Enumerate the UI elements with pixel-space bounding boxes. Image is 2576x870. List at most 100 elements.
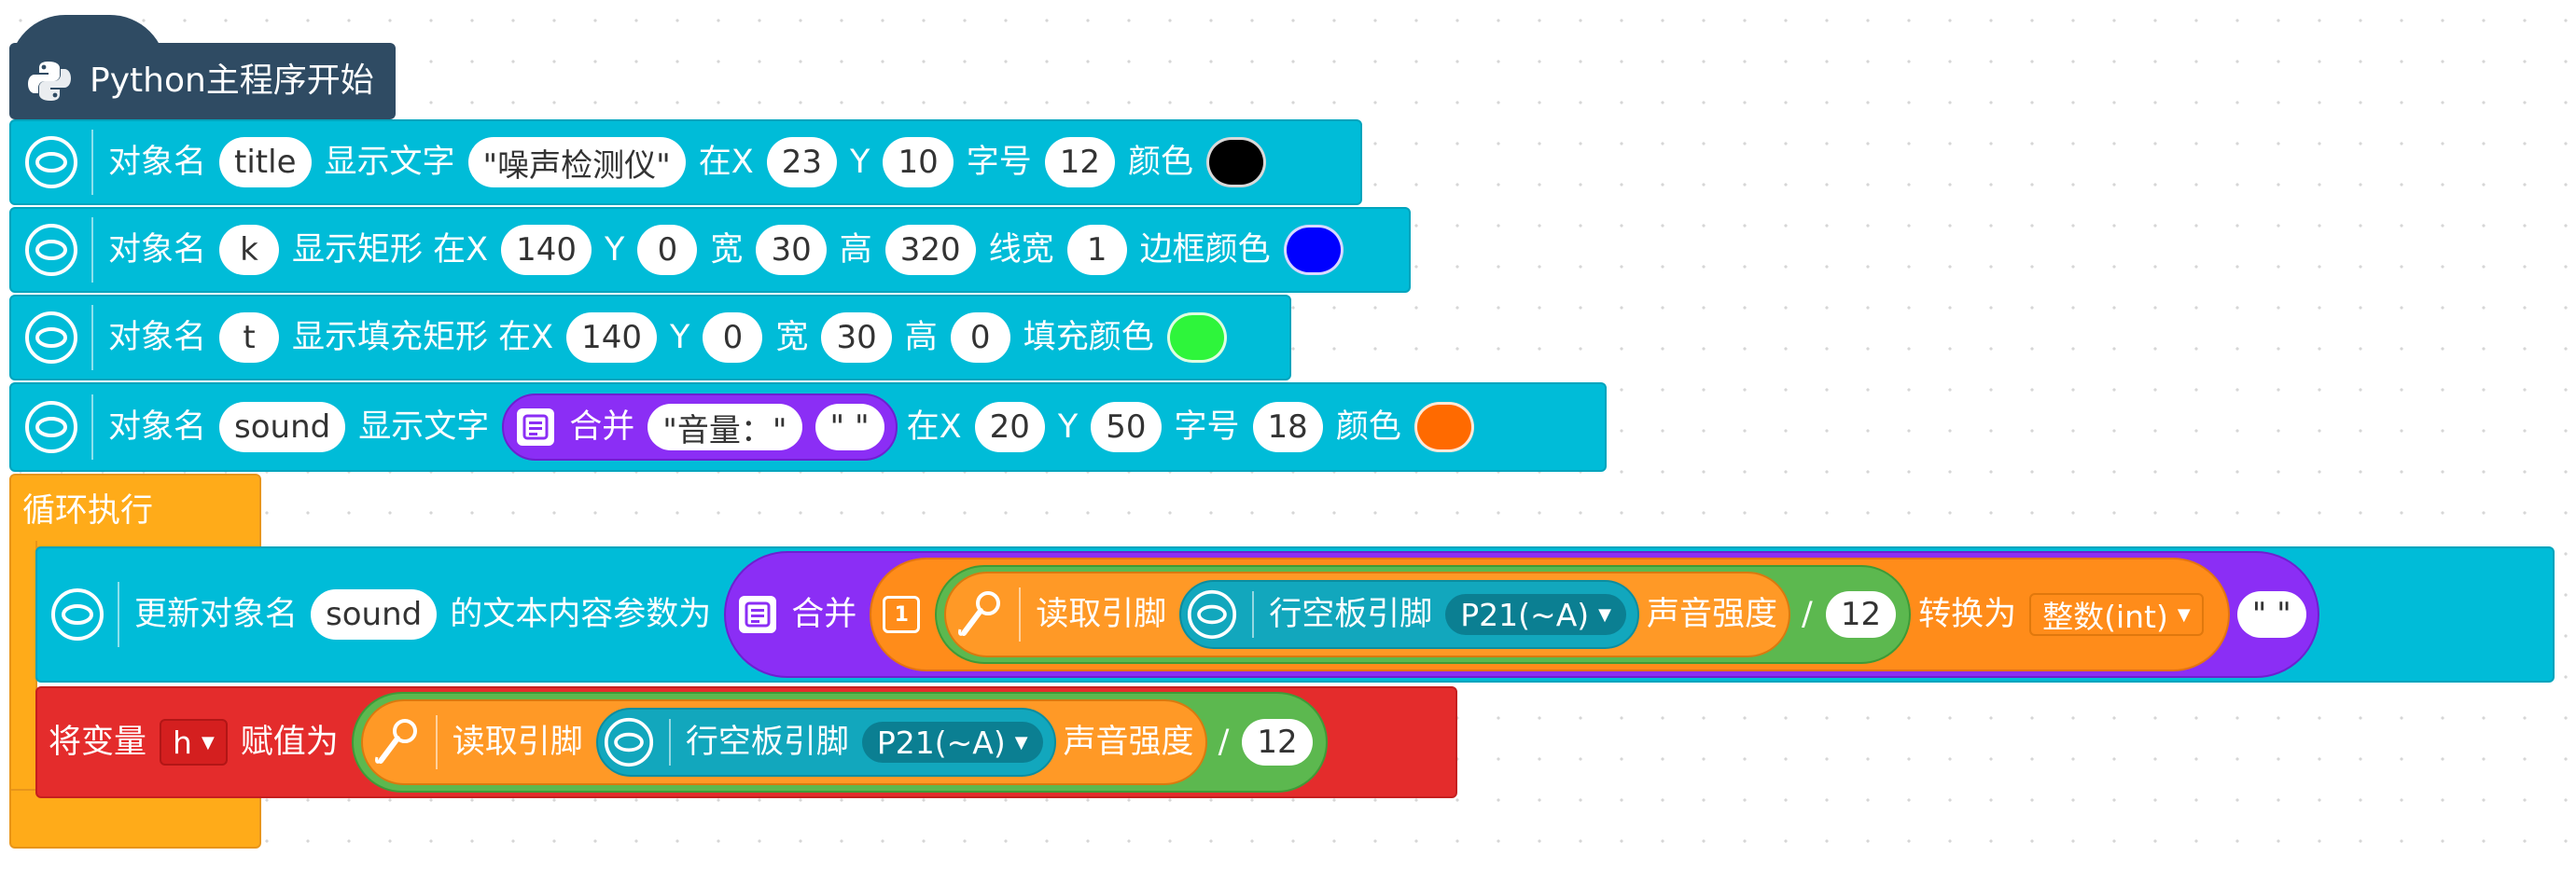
divider xyxy=(1019,587,1022,642)
height-input[interactable]: 320 xyxy=(884,225,976,275)
object-name-input[interactable]: title xyxy=(219,137,312,187)
x-label: 在X xyxy=(906,407,962,446)
merge-block[interactable]: 合并 "音量：" " " xyxy=(502,394,898,461)
display-rect-block-k[interactable]: 对象名 k 显示矩形 在X 140 Y 0 宽 30 高 320 线宽 1 边框… xyxy=(9,207,1411,293)
color-label: 颜色 xyxy=(1335,407,1401,446)
read-pin-block[interactable]: 读取引脚 行空板引脚 P21(~A)▼ 声音强度 xyxy=(944,572,1791,657)
chevron-down-icon: ▼ xyxy=(1598,604,1611,625)
merge-input-b[interactable]: " " xyxy=(815,404,884,450)
divider xyxy=(91,130,93,195)
merge-icon xyxy=(739,596,777,633)
color-label: 颜色 xyxy=(1127,143,1193,181)
python-icon xyxy=(22,54,77,108)
divide-operator: / xyxy=(1218,723,1230,761)
read-pin-label: 读取引脚 xyxy=(452,723,583,761)
chevron-down-icon: ▼ xyxy=(2177,604,2191,625)
convert-type-dropdown[interactable]: 整数(int) ▼ xyxy=(2029,593,2204,636)
line-width-input[interactable]: 1 xyxy=(1066,225,1127,275)
loop-block-top[interactable] xyxy=(9,474,261,548)
python-main-start-block[interactable]: Python主程序开始 xyxy=(9,43,396,119)
y-label: Y xyxy=(670,318,690,356)
board-pin-label: 行空板引脚 xyxy=(685,723,849,761)
divisor-input[interactable]: 12 xyxy=(1242,719,1313,766)
convert-label: 转换为 xyxy=(1918,595,2017,633)
read-pin-block[interactable]: 读取引脚 行空板引脚 P21(~A) ▼ 声音强度 xyxy=(360,699,1207,785)
merge-label: 合并 xyxy=(791,595,857,633)
unihiker-board-icon xyxy=(24,223,78,277)
unihiker-board-icon xyxy=(24,311,78,365)
y-input[interactable]: 0 xyxy=(703,312,763,363)
font-size-label: 字号 xyxy=(1174,407,1240,446)
height-label: 高 xyxy=(839,230,872,269)
border-color-swatch[interactable] xyxy=(1283,225,1344,275)
display-text-block-sound[interactable]: 对象名 sound 显示文字 合并 "音量：" " " 在X 20 Y 50 字… xyxy=(9,382,1607,472)
update-text-block[interactable]: 更新对象名 sound 的文本内容参数为 合并 1 读取引脚 xyxy=(35,546,2555,683)
merge-icon xyxy=(517,408,555,446)
fill-color-label: 填充颜色 xyxy=(1023,318,1154,356)
pin-dropdown[interactable]: P21(~A) ▼ xyxy=(861,722,1043,763)
unihiker-board-icon xyxy=(50,587,104,642)
border-color-label: 边框颜色 xyxy=(1139,230,1271,269)
font-size-input[interactable]: 18 xyxy=(1252,402,1323,452)
width-input[interactable]: 30 xyxy=(821,312,892,363)
color-swatch[interactable] xyxy=(1413,402,1474,452)
divider xyxy=(91,394,93,460)
width-label: 宽 xyxy=(710,230,744,269)
unihiker-board-icon xyxy=(24,135,78,189)
convert-icon: 1 xyxy=(883,596,921,633)
set-variable-block[interactable]: 将变量 h▼ 赋值为 读取引脚 行空板引脚 P21(~A)▼ 声音强度 / 12 xyxy=(35,686,1457,798)
merge-input-a[interactable]: "音量：" xyxy=(647,404,802,450)
object-name-input[interactable]: sound xyxy=(219,402,346,452)
width-label: 宽 xyxy=(775,318,809,356)
variable-value: h xyxy=(173,724,192,761)
variable-dropdown[interactable]: h▼ xyxy=(160,719,228,766)
display-text-block-title[interactable]: 对象名 title 显示文字 "噪声检测仪" 在X 23 Y 10 字号 12 … xyxy=(9,119,1362,205)
divisor-input[interactable]: 12 xyxy=(1825,591,1897,638)
divide-block[interactable]: 读取引脚 行空板引脚 P21(~A) ▼ 声音强度 / 12 xyxy=(351,692,1328,793)
x-input[interactable]: 140 xyxy=(566,312,658,363)
color-swatch[interactable] xyxy=(1206,137,1266,187)
object-name-label: 对象名 xyxy=(108,318,207,356)
update-object-label: 更新对象名 xyxy=(134,595,299,633)
fill-color-swatch[interactable] xyxy=(1166,312,1227,363)
display-text-label: 显示文字 xyxy=(358,407,490,446)
loop-block-arm xyxy=(9,541,37,793)
object-name-label: 对象名 xyxy=(108,407,207,446)
font-size-input[interactable]: 12 xyxy=(1044,137,1115,187)
merge-input-b[interactable]: " " xyxy=(2236,591,2306,638)
divider xyxy=(1252,591,1255,638)
board-pin-block[interactable]: 行空板引脚 P21(~A)▼ xyxy=(1179,580,1639,649)
convert-block[interactable]: 1 读取引脚 行空板引脚 P21(~A)▼ xyxy=(870,558,2230,671)
loop-label: 循环执行 xyxy=(22,491,154,530)
pin-value: P21(~A) xyxy=(876,724,1006,761)
x-input[interactable]: 23 xyxy=(766,137,838,187)
y-input[interactable]: 50 xyxy=(1091,402,1162,452)
board-pin-block[interactable]: 行空板引脚 P21(~A) ▼ xyxy=(595,708,1056,777)
text-param-label: 的文本内容参数为 xyxy=(450,595,712,633)
y-label: Y xyxy=(1057,407,1079,446)
board-pin-label: 行空板引脚 xyxy=(1269,595,1433,633)
display-fill-rect-block-t[interactable]: 对象名 t 显示填充矩形 在X 140 Y 0 宽 30 高 0 填充颜色 xyxy=(9,295,1291,380)
object-name-input[interactable]: sound xyxy=(311,589,438,640)
object-name-input[interactable]: t xyxy=(219,312,280,363)
x-input[interactable]: 140 xyxy=(501,225,592,275)
chevron-down-icon: ▼ xyxy=(1014,732,1028,753)
y-label: Y xyxy=(850,143,870,181)
y-input[interactable]: 0 xyxy=(637,225,698,275)
display-rect-label: 显示矩形 在X xyxy=(292,230,489,269)
display-fill-rect-label: 显示填充矩形 在X xyxy=(292,318,554,356)
pin-dropdown[interactable]: P21(~A)▼ xyxy=(1445,594,1626,635)
object-name-input[interactable]: k xyxy=(219,225,280,275)
height-input[interactable]: 0 xyxy=(950,312,1010,363)
divide-block[interactable]: 读取引脚 行空板引脚 P21(~A)▼ 声音强度 / 12 xyxy=(935,565,1912,664)
y-input[interactable]: 10 xyxy=(883,137,954,187)
convert-type-value: 整数(int) xyxy=(2042,599,2168,635)
width-input[interactable]: 30 xyxy=(756,225,827,275)
merge-block[interactable]: 合并 1 读取引脚 行空板引脚 xyxy=(724,551,2319,678)
x-input[interactable]: 20 xyxy=(974,402,1045,452)
font-size-label: 字号 xyxy=(966,143,1032,181)
sound-intensity-label: 声音强度 xyxy=(1063,723,1194,761)
microphone-icon xyxy=(952,587,1006,642)
python-main-start-label: Python主程序开始 xyxy=(90,62,374,100)
text-value-input[interactable]: "噪声检测仪" xyxy=(467,137,686,187)
